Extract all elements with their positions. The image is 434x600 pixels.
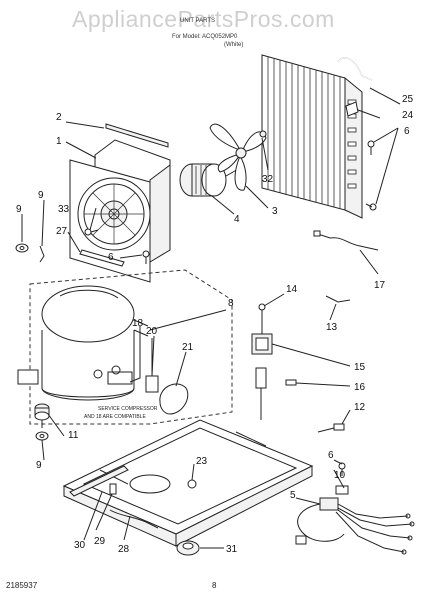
condenser-coil — [261, 54, 363, 219]
part-23-gasket — [187, 479, 197, 489]
note-line-1: SERVICE COMPRESSOR — [98, 406, 158, 412]
callout-5: 5 — [290, 490, 296, 501]
callout-6-lower: 6 — [328, 450, 334, 461]
callout-32: 32 — [262, 174, 274, 185]
callout-24: 24 — [402, 110, 414, 121]
part-8-clip — [39, 245, 45, 263]
callout-6-right: 6 — [404, 126, 410, 137]
part-1-shroud — [69, 139, 171, 283]
part-17-wire — [317, 233, 379, 251]
callout-20: 20 — [146, 326, 158, 337]
doc-number: 2185937 — [6, 581, 38, 590]
part-25-tube — [337, 57, 373, 81]
callout-1: 1 — [56, 136, 62, 147]
compressor-group-outline — [29, 269, 233, 425]
part-2-strip — [105, 123, 169, 148]
callout-labels: 2 1 32 4 3 25 24 6 9 9 33 27 6 17 8 14 1… — [16, 94, 414, 555]
note-line-2: AND 18 ARE COMPATIBLE — [84, 414, 146, 420]
callout-28: 28 — [118, 544, 130, 555]
part-27-strip — [79, 249, 125, 267]
part-11-grommet — [34, 403, 50, 421]
callout-27: 27 — [56, 226, 68, 237]
part-13-fitting — [317, 423, 345, 433]
callout-6-shroud: 6 — [108, 252, 114, 263]
part-3-fan-blade — [209, 123, 267, 191]
part-18-tube — [129, 330, 141, 383]
part-24-bracket — [345, 101, 359, 117]
callout-9-bottom: 9 — [36, 460, 42, 471]
part-12-bracket — [325, 295, 351, 303]
callout-8: 9 — [38, 190, 44, 201]
screw-icon — [258, 303, 266, 322]
part-17-connector — [313, 230, 321, 237]
callout-31: 31 — [226, 544, 238, 555]
screw-icon — [142, 250, 150, 264]
part-30-rail — [69, 465, 129, 497]
part-9-washer — [35, 431, 49, 441]
callout-33: 33 — [58, 204, 70, 215]
part-7-compressor — [17, 285, 149, 401]
callout-25: 25 — [402, 94, 414, 105]
callout-3: 3 — [272, 206, 278, 217]
part-21-cover — [159, 383, 189, 415]
page-number: 8 — [212, 581, 217, 590]
callout-17: 17 — [374, 280, 386, 291]
part-5-power-cord — [295, 497, 415, 555]
part-16-capacitor — [255, 367, 297, 420]
diagram-color: (White) — [224, 42, 243, 48]
screw-icon — [84, 228, 99, 236]
callout-30: 30 — [74, 540, 86, 551]
callout-14: 14 — [286, 284, 298, 295]
part-25-tube-inner — [337, 57, 373, 81]
screw-icon — [338, 462, 346, 476]
callout-4: 4 — [234, 214, 240, 225]
part-31-plug — [176, 540, 200, 556]
part-20-relay — [145, 375, 159, 393]
callout-18: 18 — [132, 318, 144, 329]
screw-icon — [365, 203, 377, 211]
callout-9-top: 9 — [16, 204, 22, 215]
callout-21: 21 — [182, 342, 194, 353]
callout-16: 16 — [354, 382, 366, 393]
callout-2: 2 — [56, 112, 62, 123]
base-pan — [62, 419, 314, 547]
callout-29: 29 — [94, 536, 106, 547]
diagram-model: For Model: ACQ052MP0 — [172, 34, 238, 40]
compressor-foot — [107, 371, 133, 385]
part-15-capacitor — [251, 322, 273, 355]
part-28-tube — [109, 509, 159, 529]
screw-icon — [367, 140, 375, 155]
callout-15: 15 — [354, 362, 366, 373]
part-4-fan-motor — [179, 163, 241, 197]
callout-13: 12 — [354, 402, 366, 413]
part-10-clamp — [335, 485, 349, 495]
part-32-clip — [259, 130, 267, 138]
callout-11: 11 — [68, 430, 79, 441]
watermark: AppliancePartsPros.com — [72, 6, 335, 32]
callout-12: 13 — [326, 322, 338, 333]
callout-23: 23 — [196, 456, 208, 467]
compressor-foot — [17, 369, 39, 385]
leader-lines — [21, 87, 401, 549]
part-9-washer — [15, 243, 29, 253]
diagram-title: UNIT PARTS — [180, 18, 215, 24]
callout-7: 8 — [228, 298, 234, 309]
part-29-bracket — [109, 483, 117, 495]
callout-10: 10 — [334, 470, 346, 481]
